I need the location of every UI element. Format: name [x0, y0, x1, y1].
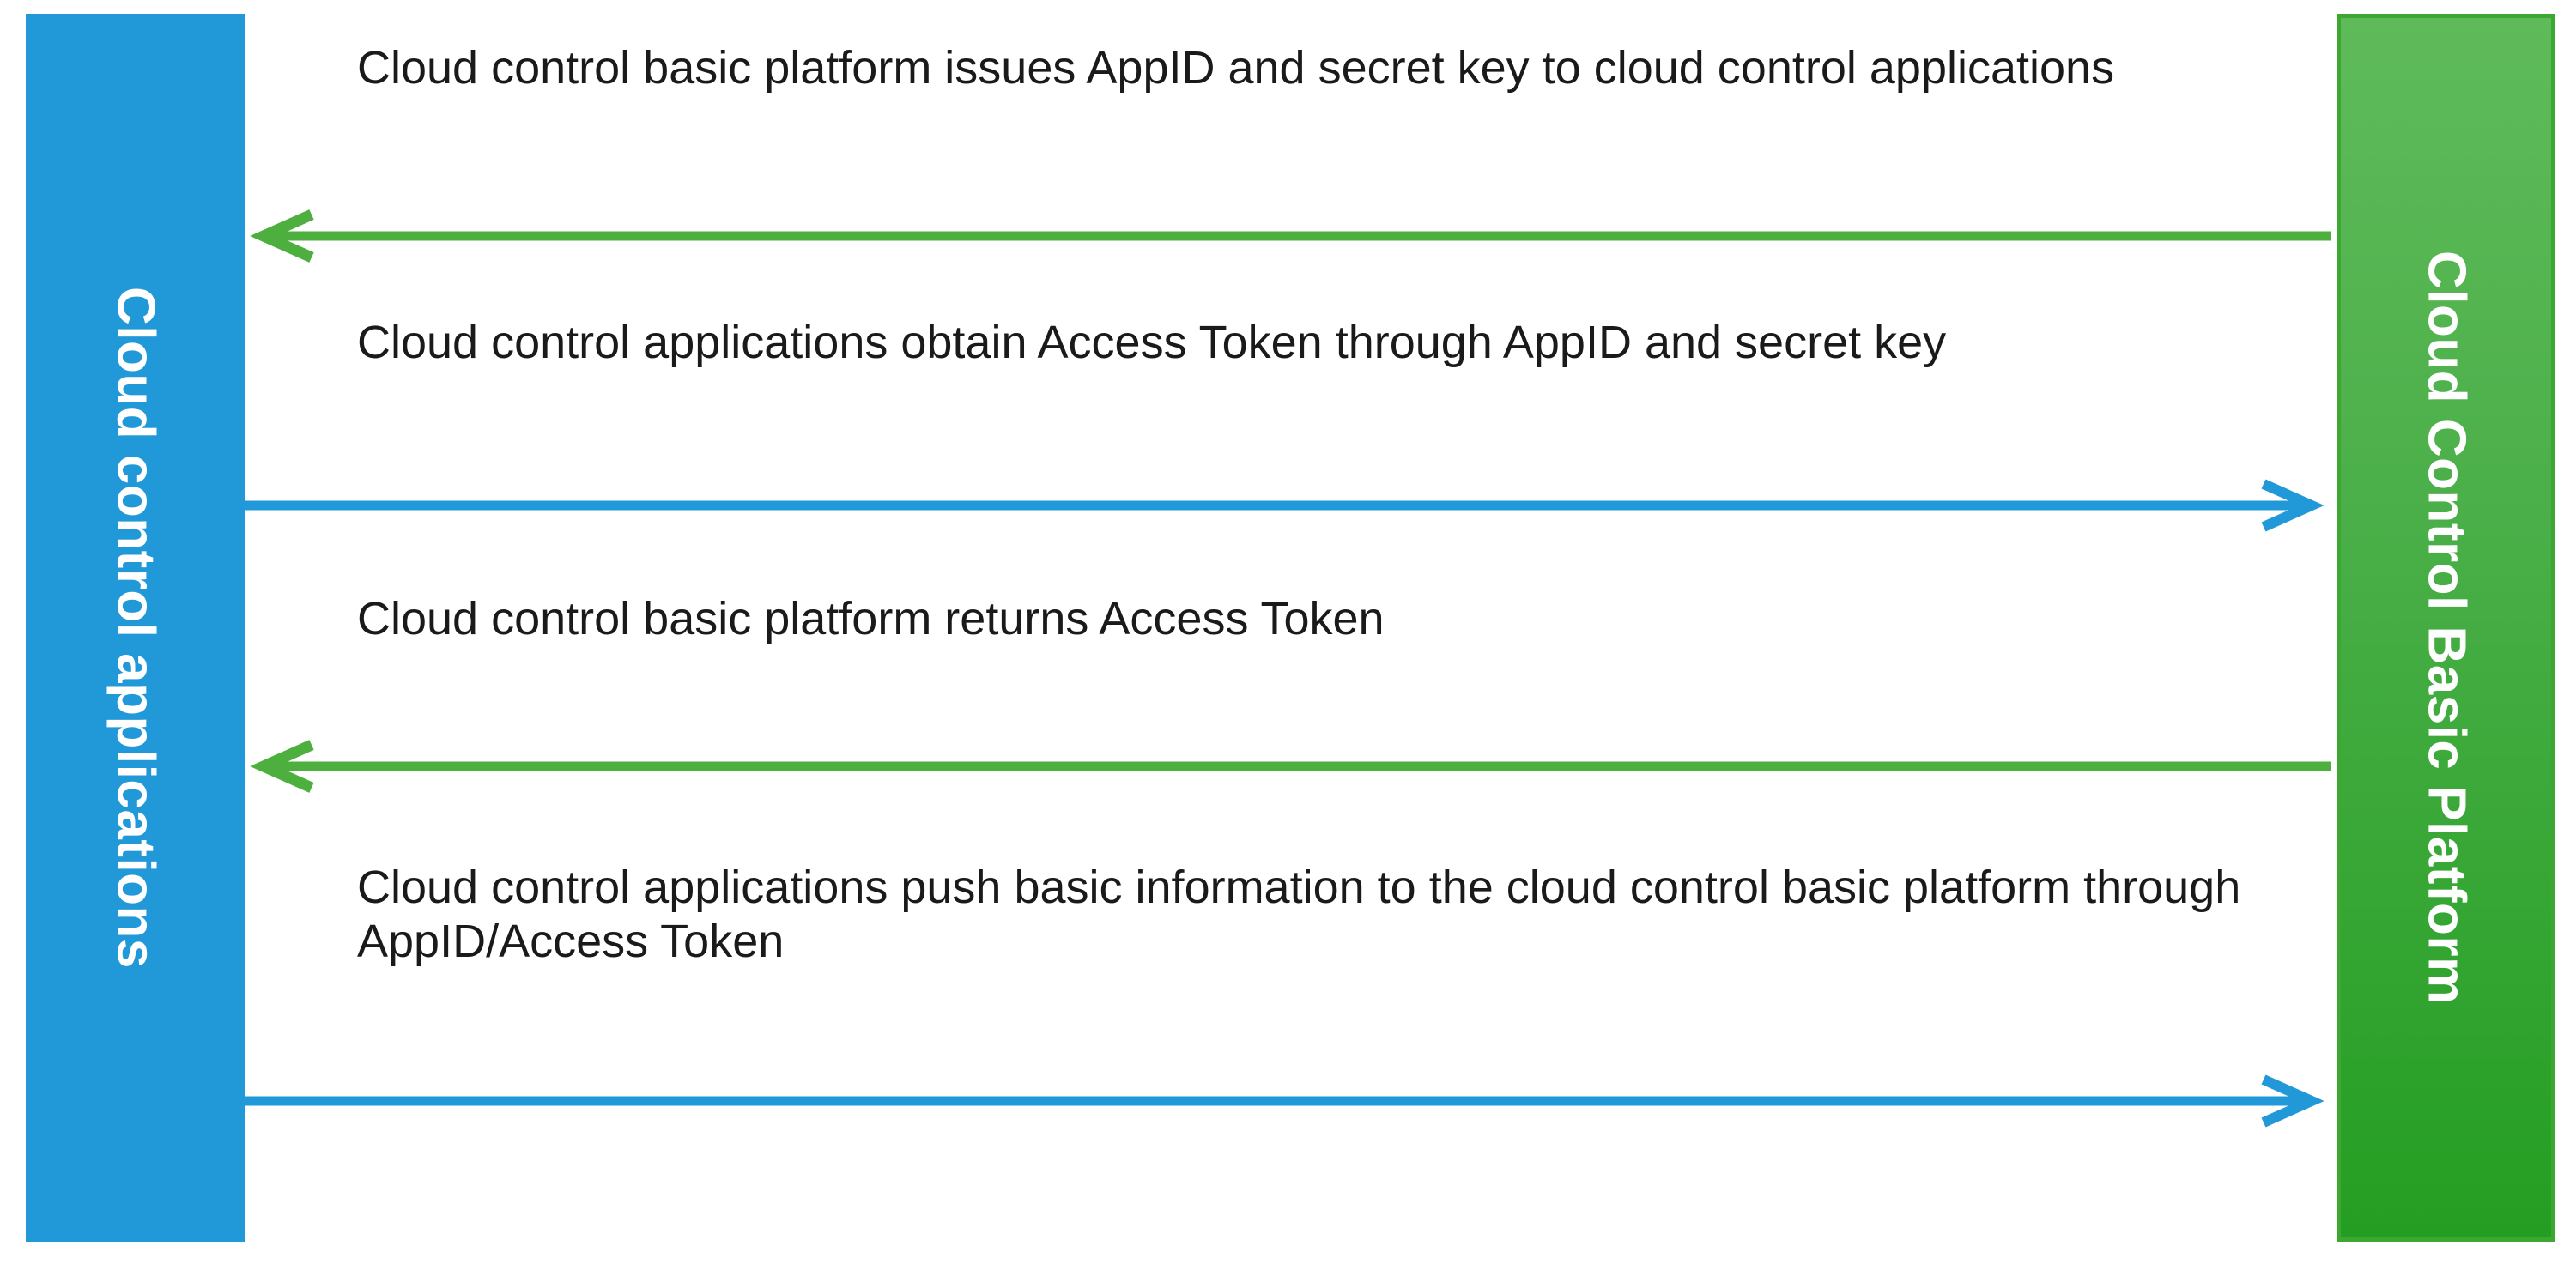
actor-label-cloud-control-basic-platform: Cloud Control Basic Platform	[2416, 251, 2476, 1005]
arrowhead-right-icon	[2261, 479, 2324, 532]
message-arrow-4-left-to-right[interactable]	[245, 1074, 2331, 1129]
message-arrow-1-right-to-left[interactable]	[245, 209, 2331, 264]
arrowhead-right-icon	[2261, 1074, 2324, 1128]
message-label-3: Cloud control basic platform returns Acc…	[357, 593, 1385, 644]
actor-label-cloud-control-applications: Cloud control applications	[106, 287, 166, 969]
arrowhead-left-icon	[250, 209, 314, 263]
message-arrow-3-right-to-left[interactable]	[245, 740, 2331, 795]
actor-lifeline-cloud-control-applications[interactable]: Cloud control applications	[26, 14, 245, 1242]
arrowhead-left-icon	[250, 740, 314, 793]
message-label-1: Cloud control basic platform issues AppI…	[357, 42, 2115, 94]
message-arrow-2-left-to-right[interactable]	[245, 479, 2331, 534]
actor-lifeline-cloud-control-basic-platform[interactable]: Cloud Control Basic Platform	[2337, 14, 2555, 1242]
message-label-2: Cloud control applications obtain Access…	[357, 317, 1947, 368]
message-label-4: Cloud control applications push basic in…	[357, 862, 2241, 968]
